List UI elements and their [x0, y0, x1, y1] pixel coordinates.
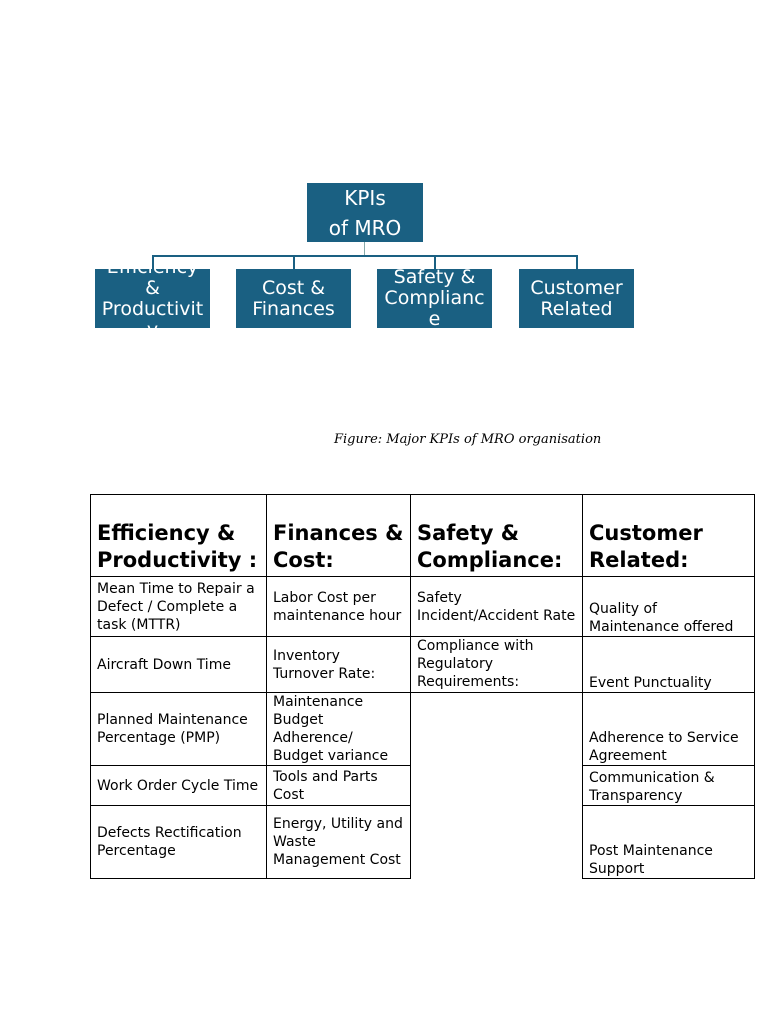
org-chart-drop-connector: [152, 255, 154, 269]
table-cell: Event Punctuality: [582, 636, 755, 693]
table-header-cell: Efficiency & Productivity :: [90, 494, 267, 577]
table-cell: Quality of Maintenance offered: [582, 576, 755, 637]
table-row: Aircraft Down Time Inventory Turnover Ra…: [90, 636, 755, 693]
org-chart-root-connector: [364, 242, 365, 255]
table-cell: Tools and Parts Cost: [266, 765, 411, 806]
table-cell: Labor Cost per maintenance hour: [266, 576, 411, 637]
table-header-cell: Finances & Cost:: [266, 494, 411, 577]
table-cell: Work Order Cycle Time: [90, 765, 267, 806]
org-chart-drop-connector: [293, 255, 295, 269]
org-chart-node-label: Safety & Complianc e: [384, 269, 485, 328]
table-cell: [410, 765, 583, 806]
org-chart-node-cost: Cost & Finances: [236, 269, 351, 328]
org-chart-node-safety: Safety & Complianc e: [377, 269, 492, 328]
table-cell: [410, 805, 583, 879]
table-row: Mean Time to Repair a Defect / Complete …: [90, 576, 755, 637]
org-chart-node-efficiency: Efficiency & Productivit y: [95, 269, 210, 328]
table-cell: Maintenance Budget Adherence/ Budget var…: [266, 692, 411, 766]
table-row: Planned Maintenance Percentage (PMP) Mai…: [90, 692, 755, 766]
org-chart-root: KPIs of MRO: [307, 183, 423, 242]
figure-caption: Figure: Major KPIs of MRO organisation: [334, 432, 602, 447]
org-chart-bus-connector: [152, 255, 577, 257]
org-chart-root-label: KPIs of MRO: [328, 185, 402, 240]
table-cell: Post Maintenance Support: [582, 805, 755, 879]
table-cell: Planned Maintenance Percentage (PMP): [90, 692, 267, 766]
org-chart-drop-connector: [576, 255, 578, 269]
org-chart-drop-connector: [434, 255, 436, 269]
table-row: Defects Rectification Percentage Energy,…: [90, 805, 755, 879]
table-cell: Compliance with Regulatory Requirements:: [410, 636, 583, 693]
table-row: Work Order Cycle Time Tools and Parts Co…: [90, 765, 755, 806]
table-cell: Safety Incident/Accident Rate: [410, 576, 583, 637]
table-cell: [410, 692, 583, 766]
org-chart-node-label: Efficiency & Productivit y: [101, 269, 204, 328]
table-cell: Adherence to Service Agreement: [582, 692, 755, 766]
org-chart-node-label: Customer Related: [530, 276, 623, 320]
table-cell: Communication & Transparency: [582, 765, 755, 806]
table-header-cell: Customer Related:: [582, 494, 755, 577]
table-cell: Aircraft Down Time: [90, 636, 267, 693]
table-cell: Mean Time to Repair a Defect / Complete …: [90, 576, 267, 637]
kpi-table: Efficiency & Productivity : Finances & C…: [90, 494, 755, 879]
org-chart-node-label: Cost & Finances: [252, 276, 335, 320]
table-header-row: Efficiency & Productivity : Finances & C…: [90, 494, 755, 577]
org-chart-node-customer: Customer Related: [519, 269, 634, 328]
table-header-cell: Safety & Compliance:: [410, 494, 583, 577]
table-cell: Energy, Utility and Waste Management Cos…: [266, 805, 411, 879]
table-cell: Inventory Turnover Rate:: [266, 636, 411, 693]
table-cell: Defects Rectification Percentage: [90, 805, 267, 879]
